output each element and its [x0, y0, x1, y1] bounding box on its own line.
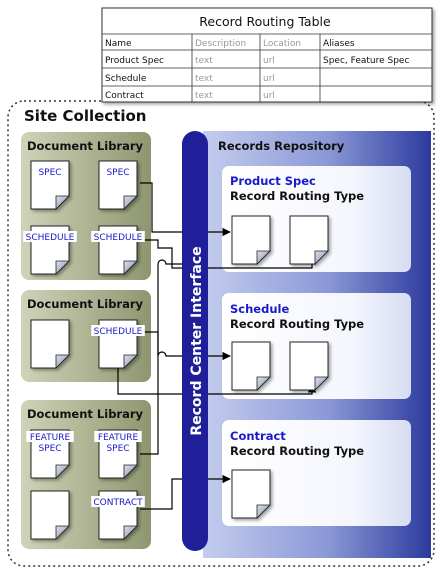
record-center-interface-label: Record Center Interface [189, 246, 205, 435]
document-label-bg [23, 231, 77, 242]
routing-type-subtitle: Record Routing Type [230, 444, 364, 458]
document-label-bg [103, 442, 133, 453]
library-title: Document Library [27, 139, 144, 153]
table-cell-location: url [263, 56, 275, 66]
document-icon [231, 215, 271, 265]
table-header-aliases: Aliases [323, 39, 355, 49]
document-label-bg [103, 166, 133, 177]
document-label-bg [91, 325, 145, 336]
table-header-location: Location [263, 39, 301, 49]
routing-type-subtitle: Record Routing Type [230, 317, 364, 331]
table-cell-description: text [195, 56, 213, 66]
document-label-bg [35, 166, 65, 177]
document-icon [30, 490, 70, 540]
table-header-name: Name [105, 39, 132, 49]
document-label: SPEC [106, 168, 129, 178]
document-label-bg [35, 442, 65, 453]
document-label-bg [94, 431, 142, 442]
table-cell-location: url [263, 91, 275, 101]
routing-type-name: Contract [230, 429, 286, 443]
document-label: SCHEDULE [94, 233, 143, 243]
document-icon [289, 341, 329, 391]
document-label: SPEC [38, 168, 61, 178]
routing-type-name: Schedule [230, 302, 289, 316]
document-label-bg [91, 496, 145, 507]
library-title: Document Library [27, 407, 144, 421]
table-cell-name: Contract [105, 91, 144, 101]
table-cell-location: url [263, 74, 275, 84]
table-cell-name: Schedule [105, 74, 147, 84]
routing-table-title: Record Routing Table [199, 14, 331, 29]
document-icon [231, 341, 271, 391]
table-cell-aliases: Spec, Feature Spec [323, 56, 409, 66]
routing-type-name: Product Spec [230, 174, 316, 188]
document-icon [289, 215, 329, 265]
document-icon [231, 469, 271, 519]
table-cell-description: text [195, 91, 213, 101]
document-label: SCHEDULE [94, 327, 143, 337]
site-collection-title: Site Collection [24, 107, 146, 125]
routing-type-subtitle: Record Routing Type [230, 189, 364, 203]
table-header-description: Description [195, 39, 246, 49]
document-icon [30, 319, 70, 369]
table-cell-description: text [195, 74, 213, 84]
records-repository-title: Records Repository [218, 139, 345, 153]
document-label: CONTRACT [93, 498, 143, 508]
record-center-interface-bar [182, 131, 208, 551]
document-label: SCHEDULE [26, 233, 75, 243]
table-cell-name: Product Spec [105, 56, 164, 66]
document-label-bg [26, 431, 74, 442]
library-title: Document Library [27, 297, 144, 311]
document-label-bg [91, 231, 145, 242]
